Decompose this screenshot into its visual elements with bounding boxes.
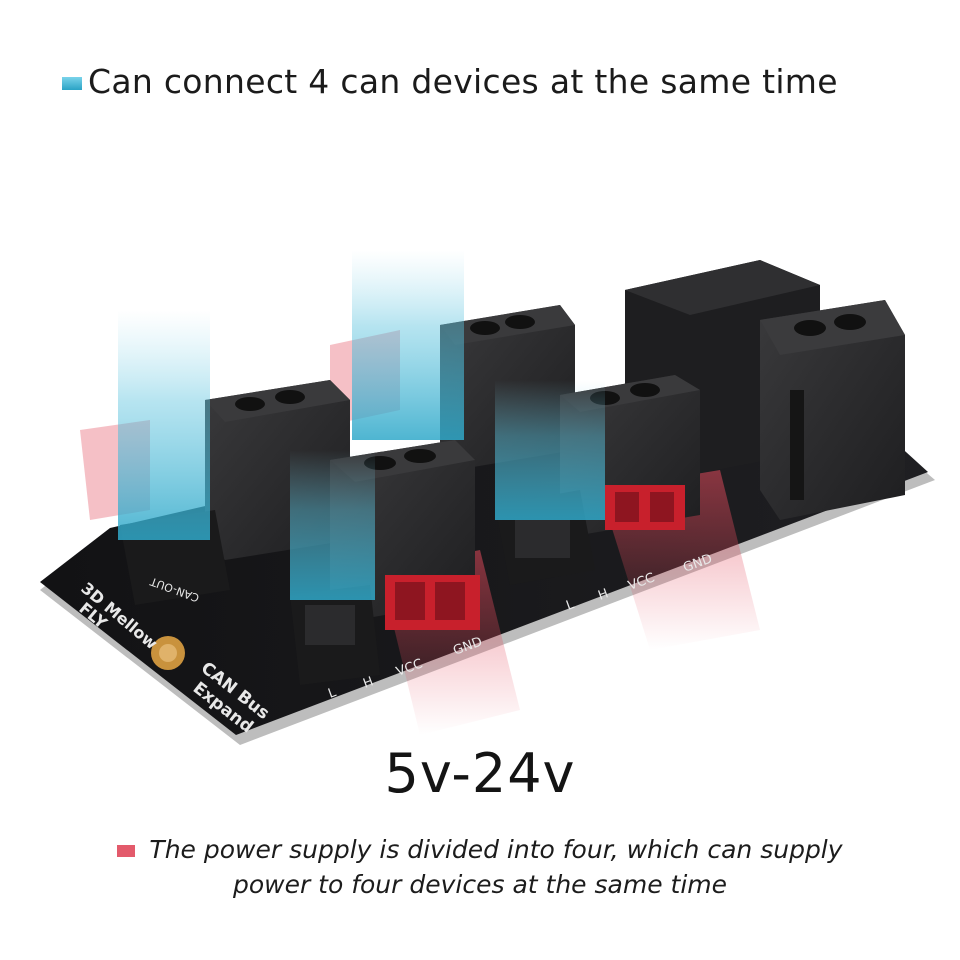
product-image: 3D Mellow FLY CAN Bus Expand CAN-OUT L H… — [0, 150, 960, 750]
headline: Can connect 4 can devices at the same ti… — [62, 62, 838, 101]
pin-h-label-2: H — [596, 586, 610, 603]
headline-text: Can connect 4 can devices at the same ti… — [88, 62, 838, 101]
can-legend-swatch — [62, 77, 82, 90]
can-bus-expand-board: 3D Mellow FLY CAN Bus Expand CAN-OUT L H… — [40, 250, 935, 745]
mounting-hole-center — [159, 644, 177, 662]
power-legend-swatch — [117, 845, 136, 857]
voltage-range: 5v-24v — [384, 742, 576, 805]
power-note-line2: power to four devices at the same time — [232, 870, 728, 899]
power-note-line1: The power supply is divided into four, w… — [149, 835, 843, 864]
pin-h-label: H — [361, 674, 375, 691]
power-note: The power supply is divided into four, w… — [0, 832, 960, 902]
can-highlights — [118, 250, 605, 600]
